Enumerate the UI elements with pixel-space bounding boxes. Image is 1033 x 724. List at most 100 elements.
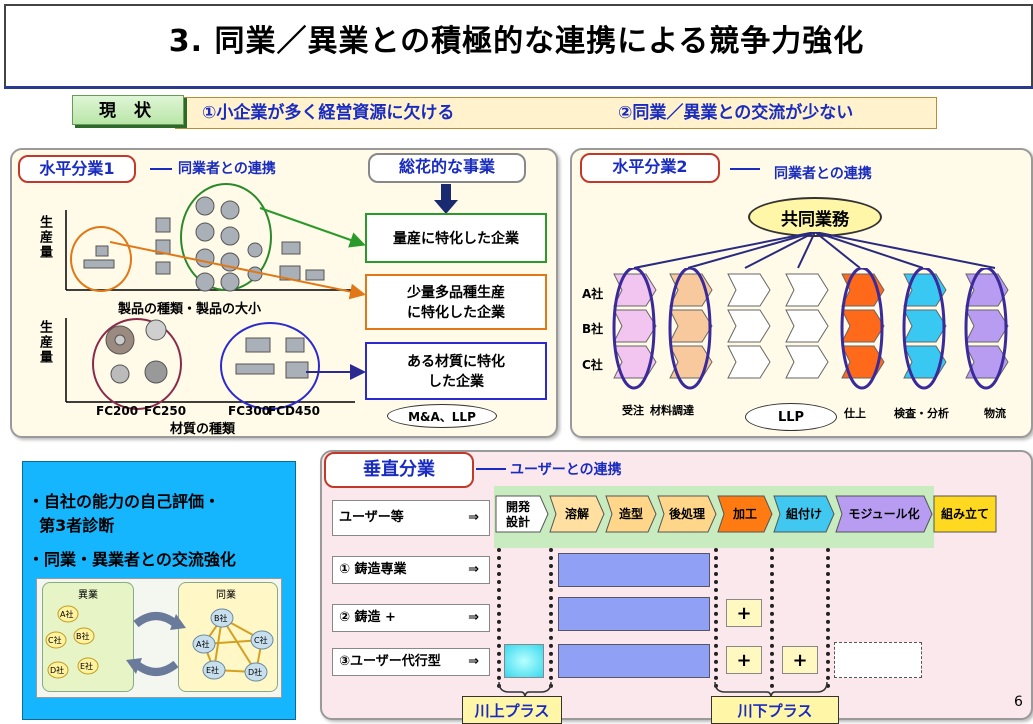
self-eval-line-1: ・自社の能力の自己評価・ — [28, 492, 221, 511]
material-fcd450: FCD450 — [268, 404, 321, 418]
user-row-label: ユーザー等 ⇒ — [332, 500, 490, 536]
row-casting-plus-text: ② 鋳造 + — [339, 610, 396, 625]
process-step: 加工 — [717, 495, 773, 533]
plus-row3-machining: + — [726, 646, 762, 674]
process-step: 溶解 — [549, 495, 605, 533]
column-label-inspection: 検査・分析 — [894, 407, 949, 420]
igyo-node-e: E社 — [80, 662, 94, 671]
industry-nodes — [45, 605, 274, 682]
process-arrow — [965, 309, 1009, 343]
process-step: 後処理 — [657, 495, 717, 533]
title-divider — [4, 86, 1033, 89]
separator-2 — [549, 548, 553, 688]
upstream-box — [504, 644, 544, 678]
upstream-plus-label: 川上プラス — [462, 696, 562, 724]
material-specialist-box: ある材質に特化 した企業 — [365, 342, 547, 400]
downstream-plus-label: 川下プラス — [711, 696, 839, 724]
dogyo-node-a: A社 — [196, 640, 210, 649]
process-arrow — [785, 309, 829, 343]
igyo-node-b: B社 — [76, 632, 90, 641]
row-user-proxy-text: ③ユーザー代行型 — [339, 654, 441, 669]
row-casting-only: ① 鋳造専業 ⇒ — [332, 556, 490, 584]
svg-text:組付け: 組付け — [786, 506, 822, 521]
x-axis-label-top: 製品の種類・製品の大小 — [118, 302, 262, 317]
horizontal-2-link-label: 同業者との連携 — [774, 166, 872, 182]
casting-bar-row2 — [558, 597, 710, 631]
row-casting-only-arrow: ⇒ — [468, 562, 479, 577]
user-row-text: ユーザー等 — [339, 510, 404, 525]
row-casting-only-text: ① 鋳造専業 — [339, 562, 407, 577]
page-number: 6 — [1014, 694, 1023, 710]
module-placeholder-box — [834, 642, 922, 678]
shared-business-ellipse: 共同業務 — [748, 197, 882, 237]
status-item-1: ①小企業が多く経営資源に欠ける — [202, 103, 455, 123]
process-arrow — [785, 273, 829, 307]
down-arrow-shape — [434, 184, 458, 214]
column-oval — [840, 268, 884, 390]
column-label-logistics: 物流 — [984, 407, 1006, 420]
process-arrow — [727, 309, 771, 343]
column-oval — [902, 268, 946, 390]
dogyo-node-b: B社 — [214, 614, 228, 623]
column-oval — [668, 268, 712, 390]
self-eval-line-2: 第3者診断 — [28, 516, 115, 535]
separator-5 — [826, 548, 830, 688]
user-row-arrow: ⇒ — [468, 510, 479, 525]
process-arrow — [785, 345, 829, 379]
column-label-order: 受注 — [622, 404, 644, 417]
igyo-node-a: A社 — [60, 610, 74, 619]
process-chevrons: 開発設計 溶解 造型後処理加工 組付け モジュール化組み立て — [495, 495, 997, 533]
current-status-tag: 現 状 — [72, 95, 184, 125]
process-step: モジュール化 — [835, 495, 933, 533]
mla-ellipse: M&A、LLP — [387, 404, 497, 428]
process-step: 造型 — [605, 495, 657, 533]
process-step: 開発設計 — [495, 495, 549, 533]
plus-row2-machining: + — [726, 599, 762, 627]
material-fc200: FC200 — [96, 404, 139, 418]
svg-text:造型: 造型 — [619, 506, 643, 521]
shared-business-links — [633, 232, 996, 269]
material-oval-1 — [92, 318, 182, 410]
svg-text:溶解: 溶解 — [565, 506, 589, 521]
llp-ellipse: LLP — [745, 403, 837, 431]
horizontal-1-link-line — [150, 168, 172, 170]
material-fc300: FC300 — [228, 404, 271, 418]
separator-4 — [770, 548, 774, 688]
vertical-tag: 垂直分業 — [324, 452, 474, 488]
title-frame — [4, 4, 1033, 86]
y-axis-label-top: 生産量 — [37, 215, 52, 260]
svg-text:開発設計: 開発設計 — [506, 499, 531, 529]
vertical-link-label: ユーザーとの連携 — [510, 462, 622, 478]
row-user-proxy: ③ユーザー代行型 ⇒ — [332, 648, 490, 676]
company-a-label: A社 — [582, 287, 604, 301]
row-casting-plus-arrow: ⇒ — [468, 610, 479, 625]
page-title: 3. 同業／異業との積極的な連携による競争力強化 — [168, 24, 865, 59]
svg-text:加工: 加工 — [732, 506, 757, 521]
vertical-link-line — [476, 468, 506, 470]
process-arrow — [841, 309, 885, 343]
small-lot-box: 少量多品種生産 に特化した企業 — [365, 274, 547, 330]
current-status-box: ①小企業が多く経営資源に欠ける ②同業／異業との交流が少ない — [175, 97, 937, 129]
process-arrow — [669, 309, 713, 343]
different-industry-label: 異業 — [78, 590, 98, 601]
process-arrow — [727, 273, 771, 307]
separator-3 — [714, 548, 718, 688]
horizontal-2-tag: 水平分業2 — [580, 153, 720, 183]
process-step: 組付け — [773, 495, 835, 533]
plus-row3-assembly: + — [782, 646, 818, 674]
parts-illustration — [83, 196, 325, 384]
dogyo-node-c: C社 — [254, 636, 268, 645]
x-axis-label-bottom: 材質の種類 — [170, 422, 236, 437]
y-axis-label-bottom: 生産量 — [37, 320, 52, 365]
horizontal-1-link-label: 同業者との連携 — [178, 161, 276, 177]
process-arrow — [903, 309, 947, 343]
company-c-label: C社 — [582, 358, 603, 372]
svg-text:モジュール化: モジュール化 — [848, 506, 919, 521]
process-step: 組み立て — [933, 495, 997, 533]
material-oval-2 — [220, 322, 320, 410]
self-eval-line-3: ・同業・異業者との交流強化 — [28, 550, 236, 569]
process-grid — [612, 268, 1009, 390]
igyo-node-d: D社 — [50, 666, 65, 675]
company-b-label: B社 — [582, 322, 604, 336]
horizontal-1-arrows — [110, 207, 366, 380]
